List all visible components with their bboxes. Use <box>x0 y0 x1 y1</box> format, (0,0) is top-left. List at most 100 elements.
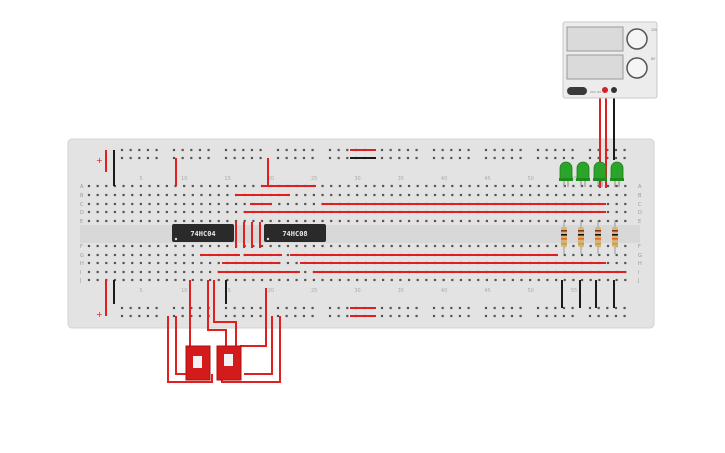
rail-hole[interactable] <box>172 148 176 152</box>
hole[interactable] <box>312 244 315 248</box>
rail-hole[interactable] <box>146 306 150 310</box>
hole[interactable] <box>442 244 445 248</box>
rail-hole[interactable] <box>493 314 496 318</box>
led[interactable] <box>559 161 573 187</box>
hole[interactable] <box>113 202 117 206</box>
hole[interactable] <box>598 193 601 197</box>
hole[interactable] <box>105 253 108 257</box>
hole[interactable] <box>468 244 471 248</box>
rail-hole[interactable] <box>346 314 349 318</box>
hole[interactable] <box>139 261 142 265</box>
wires-red[interactable] <box>167 86 626 383</box>
hole[interactable] <box>615 261 618 265</box>
rail-hole[interactable] <box>571 156 574 160</box>
hole[interactable] <box>252 184 255 188</box>
hole[interactable] <box>217 244 220 248</box>
hole[interactable] <box>260 219 264 223</box>
rail-hole[interactable] <box>346 306 349 310</box>
hole[interactable] <box>529 219 532 223</box>
rail-hole[interactable] <box>502 314 505 318</box>
hole[interactable] <box>148 244 151 248</box>
hole[interactable] <box>234 210 238 214</box>
hole[interactable] <box>485 184 488 188</box>
hole[interactable] <box>572 278 575 282</box>
rail-hole[interactable] <box>328 306 332 310</box>
rail-hole[interactable] <box>389 156 392 160</box>
hole[interactable] <box>373 219 376 223</box>
rail-hole[interactable] <box>450 148 453 152</box>
rail-hole[interactable] <box>120 148 124 152</box>
hole[interactable] <box>338 244 341 248</box>
hole[interactable] <box>113 270 117 274</box>
rail-hole[interactable] <box>259 314 262 318</box>
hole[interactable] <box>589 253 592 257</box>
hole[interactable] <box>96 270 99 274</box>
hole[interactable] <box>624 210 627 214</box>
hole[interactable] <box>131 244 134 248</box>
rail-hole[interactable] <box>441 306 444 310</box>
hole[interactable] <box>330 193 333 197</box>
hole[interactable] <box>624 244 627 248</box>
hole[interactable] <box>174 219 177 223</box>
rail-hole[interactable] <box>441 156 444 160</box>
psu-knob-2[interactable] <box>626 57 648 79</box>
rail-hole[interactable] <box>190 314 193 318</box>
hole[interactable] <box>503 184 506 188</box>
hole[interactable] <box>139 184 142 188</box>
hole[interactable] <box>269 278 272 282</box>
rail-hole[interactable] <box>302 156 306 160</box>
hole[interactable] <box>226 202 229 206</box>
hole[interactable] <box>624 261 627 265</box>
hole[interactable] <box>200 210 203 214</box>
hole[interactable] <box>131 184 134 188</box>
rail-hole[interactable] <box>207 156 210 160</box>
rail-hole[interactable] <box>285 156 288 160</box>
rail-hole[interactable] <box>242 314 245 318</box>
hole[interactable] <box>252 278 255 282</box>
hole[interactable] <box>148 202 151 206</box>
rail-hole[interactable] <box>233 156 236 160</box>
hole[interactable] <box>321 278 324 282</box>
rail-hole[interactable] <box>181 148 184 152</box>
hole[interactable] <box>546 193 549 197</box>
resistor[interactable] <box>578 220 584 254</box>
rail-hole[interactable] <box>554 306 557 310</box>
hole[interactable] <box>148 219 151 223</box>
hole[interactable] <box>520 219 523 223</box>
hole[interactable] <box>563 219 566 223</box>
hole[interactable] <box>217 210 220 214</box>
hole[interactable] <box>572 244 575 248</box>
hole[interactable] <box>407 278 411 282</box>
rail-hole[interactable] <box>519 314 522 318</box>
rail-hole[interactable] <box>146 156 150 160</box>
hole[interactable] <box>589 219 592 223</box>
hole[interactable] <box>217 193 220 197</box>
hole[interactable] <box>295 219 298 223</box>
hole[interactable] <box>503 219 506 223</box>
hole[interactable] <box>96 244 99 248</box>
chip-74hc08[interactable]: 74HC08 <box>264 224 326 242</box>
hole[interactable] <box>580 219 584 223</box>
hole[interactable] <box>477 193 480 197</box>
hole[interactable] <box>157 261 160 265</box>
hole[interactable] <box>304 202 307 206</box>
hole[interactable] <box>477 184 480 188</box>
rail-hole[interactable] <box>536 306 540 310</box>
hole[interactable] <box>347 244 350 248</box>
hole[interactable] <box>485 278 488 282</box>
rail-hole[interactable] <box>328 314 332 318</box>
hole[interactable] <box>295 193 298 197</box>
rail-hole[interactable] <box>302 314 306 318</box>
rail-hole[interactable] <box>242 156 245 160</box>
rail-hole[interactable] <box>155 156 158 160</box>
hole[interactable] <box>459 193 463 197</box>
rail-hole[interactable] <box>467 306 470 310</box>
rail-hole[interactable] <box>467 148 470 152</box>
hole[interactable] <box>330 184 333 188</box>
rail-hole[interactable] <box>233 306 236 310</box>
hole[interactable] <box>87 244 91 248</box>
rail-hole[interactable] <box>432 148 436 152</box>
hole[interactable] <box>390 244 393 248</box>
rail-hole[interactable] <box>545 156 548 160</box>
rail-hole[interactable] <box>597 306 600 310</box>
